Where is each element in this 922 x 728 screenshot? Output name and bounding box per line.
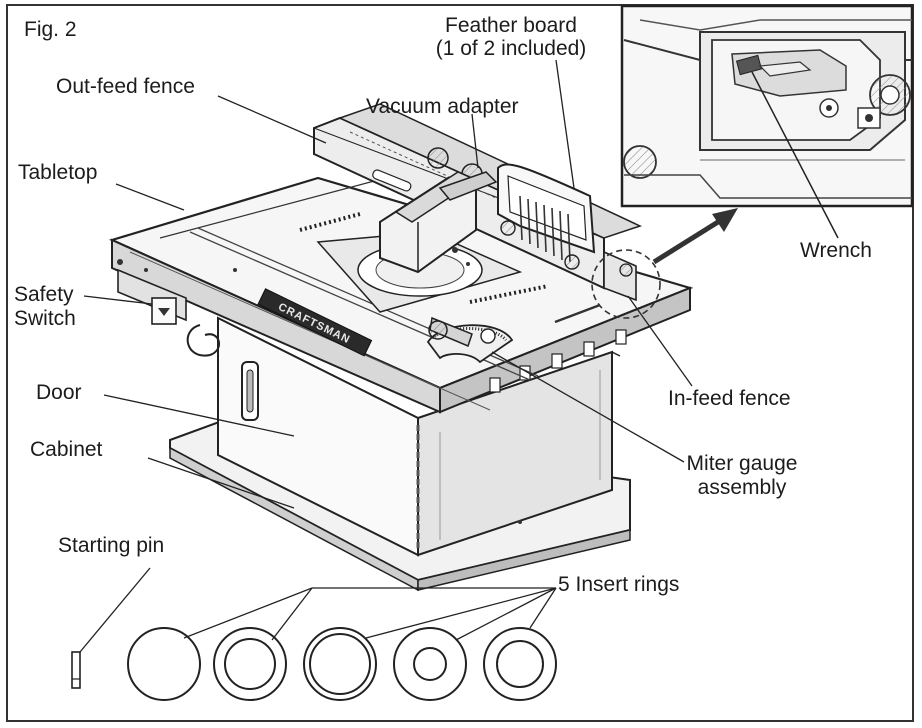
leader-out-feed-fence [217, 95, 327, 144]
insert-ring-1 [127, 627, 201, 701]
wrench-label: Wrench [800, 239, 872, 262]
tabletop-label: Tabletop [18, 161, 98, 184]
leader-feather-board [555, 59, 575, 189]
miter-gauge-label-line2: assembly [697, 476, 787, 499]
leader-ring-3 [365, 587, 557, 639]
safety-switch [117, 268, 187, 325]
fence-assembly [313, 103, 643, 302]
safety-switch-label-line1: Safety [14, 283, 74, 306]
leader-safety-switch [83, 295, 153, 305]
leader-ring-1 [183, 587, 313, 639]
vacuum-adapter-label: Vacuum adapter [366, 95, 519, 118]
figure-frame [6, 4, 914, 722]
out-feed-fence-label: Out-feed fence [56, 75, 195, 98]
cabinet-label: Cabinet [30, 438, 103, 461]
leader-miter-gauge [491, 351, 685, 463]
feather-board-label-line1: Feather board [445, 14, 577, 37]
leader-ring-5 [529, 587, 557, 629]
insert-ring-5 [483, 627, 557, 701]
insert-ring-4 [393, 627, 467, 701]
safety-switch-label-line2: Switch [14, 307, 76, 330]
detail-callout-circle [591, 249, 661, 319]
starting-pin [71, 651, 81, 689]
miter-gauge-label-line1: Miter gauge [686, 452, 798, 475]
starting-pin-label: Starting pin [58, 534, 165, 557]
feather-board-label-line2: (1 of 2 included) [435, 37, 587, 60]
figure-number: Fig. 2 [24, 18, 77, 41]
leader-ring-2 [271, 587, 313, 641]
insert-ring-3 [303, 627, 377, 701]
cabinet [169, 316, 631, 592]
door-label: Door [36, 381, 82, 404]
leader-in-feed-fence [627, 295, 693, 387]
detail-arrow [652, 208, 738, 265]
insert-ring-2 [213, 627, 287, 701]
insert-rings-label: 5 Insert rings [558, 573, 680, 596]
leader-vacuum-adapter [471, 113, 479, 169]
insert-rings [127, 627, 557, 701]
leader-door [103, 394, 295, 437]
leader-ring-4 [455, 587, 557, 641]
leader-starting-pin [79, 567, 151, 653]
in-feed-fence-label: In-feed fence [668, 387, 791, 410]
leader-cabinet [147, 457, 295, 509]
miter-gauge [426, 316, 514, 364]
wrench-detail-inset [620, 4, 914, 208]
leader-tabletop [115, 183, 185, 211]
leader-lines [79, 59, 693, 653]
wrench-leader-line [751, 71, 839, 239]
